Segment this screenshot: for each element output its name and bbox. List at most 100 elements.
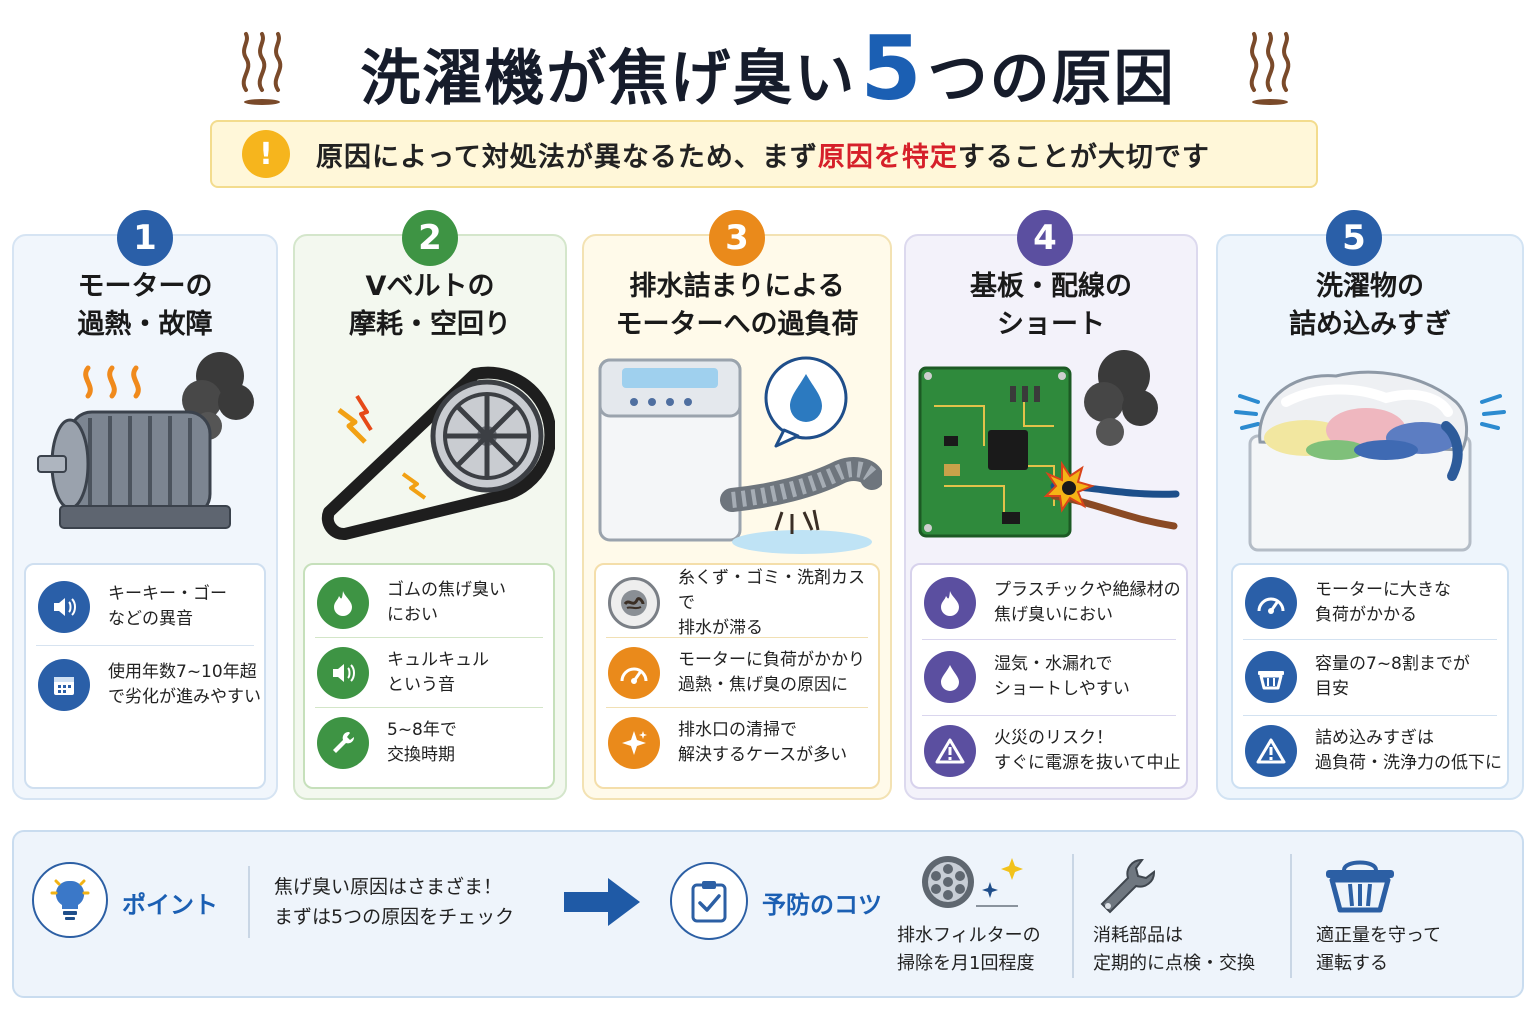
cause-title-1: モーターの 過熱・故障 bbox=[12, 268, 278, 344]
flame-icon bbox=[924, 577, 976, 629]
flame-icon bbox=[317, 577, 369, 629]
tip-1-text: 排水フィルターの 掃除を月1回程度 bbox=[897, 922, 1041, 978]
cause-info-5: モーターに大きな負荷がかかる 容量の7~8割までが目安 詰め込みすぎは過負荷・洗… bbox=[1231, 563, 1509, 789]
cause-3-item-1-line2: 排水が滞る bbox=[678, 617, 763, 638]
point-text: 焦げ臭い原因はさまざま！ まずは5つの原因をチェック bbox=[274, 872, 514, 932]
cause-4-item-1: プラスチックや絶縁材の焦げ臭いにおい bbox=[912, 573, 1186, 633]
cause-badge-3: 3 bbox=[709, 210, 765, 266]
title-prefix: 洗濯機が焦げ臭い bbox=[360, 43, 857, 114]
wrench-icon bbox=[317, 717, 369, 769]
cause-title-2-line2: 摩耗・空回り bbox=[349, 309, 511, 340]
v-belt-illustration bbox=[321, 366, 555, 540]
point-label: ポイント bbox=[122, 891, 218, 919]
cause-title-4-line2: ショート bbox=[997, 309, 1105, 340]
point-text-line1: 焦げ臭い原因はさまざま！ bbox=[274, 876, 503, 898]
cause-title-2-line1: Vベルトの bbox=[365, 271, 495, 302]
drop-icon bbox=[924, 651, 976, 703]
cause-5-item-1: モーターに大きな負荷がかかる bbox=[1233, 573, 1507, 633]
cause-5-item-2-line2: 目安 bbox=[1315, 679, 1349, 699]
exclamation-icon: ! bbox=[242, 130, 290, 178]
cause-badge-1: 1 bbox=[117, 210, 173, 266]
title-suffix: つの原因 bbox=[927, 43, 1176, 114]
clipboard-check-icon bbox=[670, 862, 748, 940]
cause-4-item-2-line2: ショートしやすい bbox=[994, 679, 1130, 699]
cause-title-1-line2: 過熱・故障 bbox=[77, 309, 213, 340]
basket-icon bbox=[1245, 651, 1297, 703]
steam-icon-left bbox=[241, 32, 283, 105]
warning-icon bbox=[1245, 725, 1297, 777]
cause-2-item-3: 5~8年で交換時期 bbox=[305, 713, 553, 773]
cause-3-item-3-line1: 排水口の清掃で bbox=[678, 720, 797, 740]
cause-title-5-line2: 詰め込みすぎ bbox=[1289, 309, 1451, 340]
alert-text-emphasis: 原因を特定 bbox=[817, 141, 958, 173]
cause-4-item-2-line1: 湿気・水漏れで bbox=[994, 654, 1113, 674]
cause-info-2: ゴムの焦げ臭いにおい キュルキュルという音 5~8年で交換時期 bbox=[303, 563, 555, 789]
filter-icon bbox=[922, 856, 1023, 908]
cause-1-item-1-line2: などの異音 bbox=[108, 609, 193, 629]
title-number: 5 bbox=[860, 16, 924, 120]
cause-4-item-1-line2: 焦げ臭いにおい bbox=[994, 605, 1113, 625]
cause-info-1: キーキー・ゴーなどの異音 使用年数7~10年超で劣化が進みやすい bbox=[24, 563, 266, 789]
overloaded-washer-illustration bbox=[1234, 370, 1506, 552]
cause-3-item-2-line2: 過熱・焦げ臭の原因に bbox=[678, 675, 848, 695]
cause-title-2: Vベルトの 摩耗・空回り bbox=[293, 268, 567, 344]
wrench-icon bbox=[1100, 858, 1156, 914]
cause-1-item-2: 使用年数7~10年超で劣化が進みやすい bbox=[26, 655, 264, 715]
tip-3-text: 適正量を守って 運転する bbox=[1316, 922, 1441, 978]
cause-5-item-3-line1: 詰め込みすぎは bbox=[1315, 728, 1434, 748]
alert-text-after: することが大切です bbox=[957, 141, 1210, 173]
cause-title-3-line1: 排水詰まりによる bbox=[629, 271, 845, 302]
tip-3-line2: 運転する bbox=[1316, 953, 1388, 974]
cause-4-item-1-line1: プラスチックや絶縁材の bbox=[994, 580, 1181, 600]
lightbulb-icon bbox=[32, 862, 108, 938]
tips-label: 予防のコツ bbox=[762, 891, 882, 919]
alert-banner: ! 原因によって対処法が異なるため、まず原因を特定することが大切です bbox=[210, 120, 1318, 188]
speaker-icon bbox=[317, 647, 369, 699]
alert-text: 原因によって対処法が異なるため、まず原因を特定することが大切です bbox=[316, 135, 1210, 174]
tip-3-line1: 適正量を守って bbox=[1316, 925, 1442, 946]
cause-title-4-line1: 基板・配線の bbox=[970, 271, 1132, 302]
cause-5-item-2-line1: 容量の7~8割までが bbox=[1315, 654, 1470, 674]
cause-info-4: プラスチックや絶縁材の焦げ臭いにおい 湿気・水漏れでショートしやすい 火災のリス… bbox=[910, 563, 1188, 789]
cause-3-item-3: 排水口の清掃で解決するケースが多い bbox=[596, 713, 878, 773]
cause-2-item-3-line1: 5~8年で bbox=[387, 720, 457, 740]
cause-title-4: 基板・配線の ショート bbox=[904, 268, 1198, 344]
cause-5-item-3: 詰め込みすぎは過負荷・洗浄力の低下に bbox=[1233, 721, 1507, 781]
gauge-icon bbox=[608, 647, 660, 699]
tip-2-line2: 定期的に点検・交換 bbox=[1093, 953, 1255, 974]
cause-1-item-2-line2: で劣化が進みやすい bbox=[108, 687, 261, 707]
point-text-line2: まずは5つの原因をチェック bbox=[274, 906, 515, 928]
cause-title-3: 排水詰まりによる モーターへの過負荷 bbox=[582, 268, 892, 344]
motor-illustration bbox=[37, 352, 254, 529]
tip-1-line2: 掃除を月1回程度 bbox=[897, 953, 1035, 974]
cause-3-item-2: モーターに負荷がかかり過熱・焦げ臭の原因に bbox=[596, 643, 878, 703]
steam-icon-right bbox=[1249, 32, 1291, 105]
cause-5-item-1-line2: 負荷がかかる bbox=[1315, 605, 1417, 625]
drain-icon bbox=[608, 577, 660, 629]
cause-2-item-1-line2: におい bbox=[387, 605, 438, 625]
tip-2-line1: 消耗部品は bbox=[1093, 925, 1183, 946]
cause-5-item-2: 容量の7~8割までが目安 bbox=[1233, 647, 1507, 707]
cause-2-item-2-line1: キュルキュル bbox=[387, 650, 489, 670]
cause-3-item-1-line1: 糸くず・ゴミ・洗剤カスで bbox=[678, 567, 865, 613]
cause-4-item-3-line1: 火災のリスク！ bbox=[994, 728, 1113, 748]
cause-title-5: 洗濯物の 詰め込みすぎ bbox=[1216, 268, 1524, 344]
cause-2-item-2: キュルキュルという音 bbox=[305, 643, 553, 703]
cause-title-5-line1: 洗濯物の bbox=[1316, 271, 1424, 302]
circuit-board-illustration bbox=[918, 350, 1180, 538]
cause-1-item-2-line1: 使用年数7~10年超 bbox=[108, 662, 257, 682]
cause-2-item-3-line2: 交換時期 bbox=[387, 745, 455, 765]
gauge-icon bbox=[1245, 577, 1297, 629]
cause-4-item-3: 火災のリスク！ すぐに電源を抜いて中止 bbox=[912, 721, 1186, 781]
page-title: 洗濯機が焦げ臭い 5 つの原因 bbox=[360, 17, 1175, 120]
cause-4-item-3-line2: すぐに電源を抜いて中止 bbox=[994, 753, 1181, 773]
cause-1-item-1-line1: キーキー・ゴー bbox=[108, 584, 227, 604]
cause-title-3-line2: モーターへの過負荷 bbox=[615, 309, 859, 340]
cause-5-item-1-line1: モーターに大きな bbox=[1315, 580, 1451, 600]
cause-3-item-3-line2: 解決するケースが多い bbox=[678, 745, 848, 765]
alert-text-before: 原因によって対処法が異なるため、まず bbox=[316, 141, 818, 173]
cause-title-1-line1: モーターの bbox=[77, 271, 213, 302]
speaker-icon bbox=[38, 581, 90, 633]
tip-1-line1: 排水フィルターの bbox=[897, 925, 1041, 946]
sparkle-icon bbox=[608, 717, 660, 769]
